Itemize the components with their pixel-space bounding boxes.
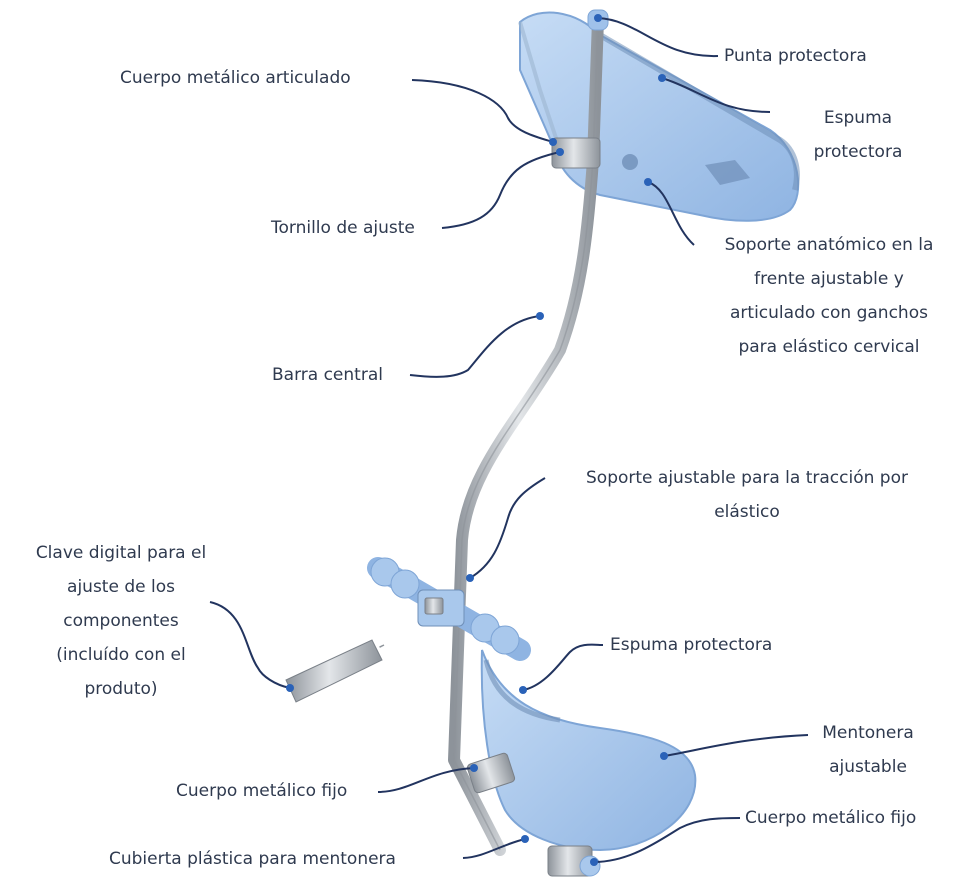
label-line: protectora <box>798 135 918 169</box>
traction-support <box>371 558 520 654</box>
label-cuerpo-metalico-fijo-left: Cuerpo metálico fijo <box>176 774 347 808</box>
label-cuerpo-metalico-fijo-right: Cuerpo metálico fijo <box>745 801 916 835</box>
label-line: Soporte anatómico en la <box>698 228 960 262</box>
label-line: Espuma <box>798 101 918 135</box>
label-cuerpo-metalico-articulado: Cuerpo metálico articulado <box>120 61 351 95</box>
label-line: Clave digital para el <box>10 536 232 570</box>
label-line: Cuerpo metálico fijo <box>176 774 347 808</box>
label-soporte-traccion: Soporte ajustable para la tracción por e… <box>548 461 946 529</box>
chin-rest <box>482 650 696 850</box>
label-line: Soporte ajustable para la tracción por <box>548 461 946 495</box>
label-line: Tornillo de ajuste <box>271 211 415 245</box>
label-clave-digital: Clave digital para el ajuste de los comp… <box>10 536 232 706</box>
label-espuma-protectora-top: Espuma protectora <box>798 101 918 169</box>
label-cubierta-plastica: Cubierta plástica para mentonera <box>109 842 396 876</box>
label-line: ajuste de los <box>10 570 232 604</box>
label-espuma-protectora-bottom: Espuma protectora <box>610 628 772 662</box>
label-line: Barra central <box>272 358 383 392</box>
label-line: componentes <box>10 604 232 638</box>
label-line: Mentonera <box>808 716 928 750</box>
label-line: Cuerpo metálico fijo <box>745 801 916 835</box>
label-line: para elástico cervical <box>698 330 960 364</box>
label-line: articulado con ganchos <box>698 296 960 330</box>
label-line: Cubierta plástica para mentonera <box>109 842 396 876</box>
label-soporte-anatomico-frente: Soporte anatómico en la frente ajustable… <box>698 228 960 364</box>
label-line: frente ajustable y <box>698 262 960 296</box>
label-mentonera-ajustable: Mentonera ajustable <box>808 716 928 784</box>
label-line: elástico <box>548 495 946 529</box>
label-line: Espuma protectora <box>610 628 772 662</box>
label-line: ajustable <box>808 750 928 784</box>
label-tornillo-de-ajuste: Tornillo de ajuste <box>271 211 415 245</box>
label-line: (incluído con el <box>10 638 232 672</box>
label-barra-central: Barra central <box>272 358 383 392</box>
label-line: Punta protectora <box>724 39 867 73</box>
label-line: Cuerpo metálico articulado <box>120 61 351 95</box>
digital-key <box>286 640 384 702</box>
label-punta-protectora: Punta protectora <box>724 39 867 73</box>
label-line: produto) <box>10 672 232 706</box>
